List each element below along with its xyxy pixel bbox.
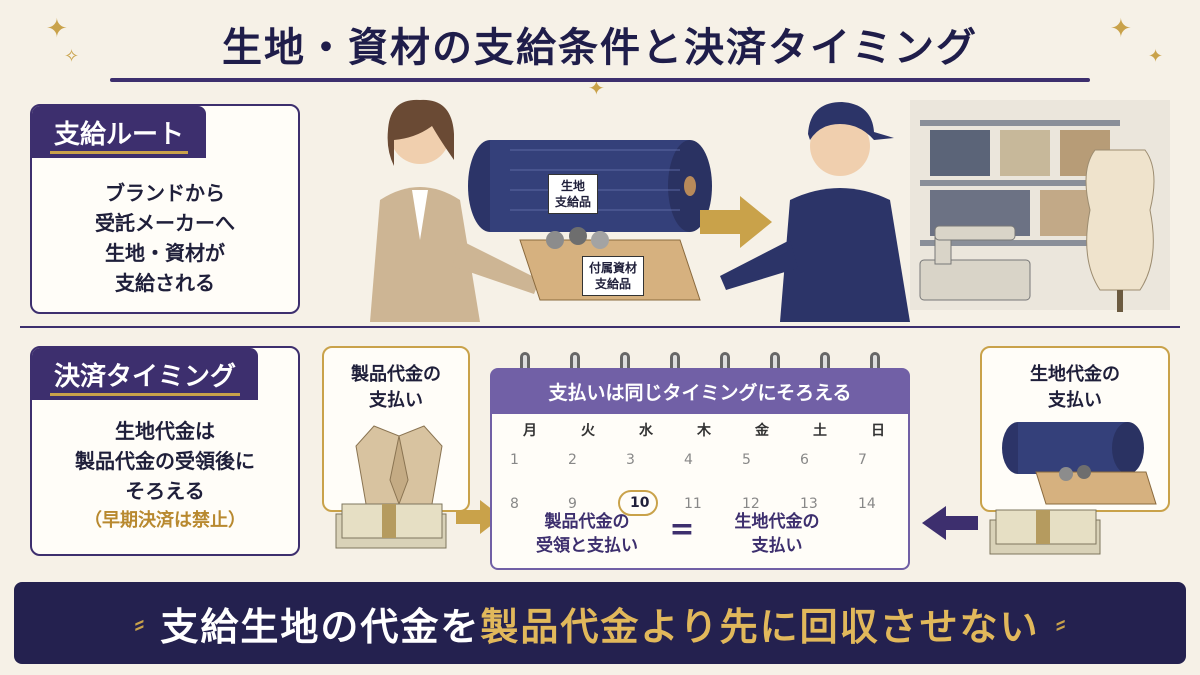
- banner-text-part3: 回収させない: [799, 604, 1040, 649]
- day-number: 5: [742, 452, 751, 468]
- accent-lines-icon: ⸗: [134, 605, 145, 641]
- fabric-roll-icon: [1002, 422, 1157, 505]
- weekday-label: 月: [523, 423, 537, 439]
- day-number: 9: [568, 496, 577, 512]
- key-message-banner: ⸗ 支給生地の代金を 製品代金より先に 回収させない ⸗: [14, 582, 1186, 664]
- fabric-payment-card: 生地代金の 支払い: [980, 346, 1170, 512]
- day-number: 7: [858, 452, 867, 468]
- day-number: 2: [568, 452, 577, 468]
- title-underline: [110, 78, 1090, 82]
- early-payment-note: （早期決済は禁止）: [84, 510, 246, 531]
- handover-illustration: [370, 99, 1170, 322]
- day-number: 3: [626, 452, 635, 468]
- calendar-header: 支払いは同じタイミングにそろえる: [490, 368, 910, 414]
- section-divider: [20, 326, 1180, 328]
- arrow-left-icon: [922, 506, 978, 540]
- product-payment-title: 製品代金の 支払い: [351, 364, 441, 411]
- day-number: 6: [800, 452, 809, 468]
- weekday-label: 金: [755, 423, 769, 439]
- supply-route-heading: 支給ルート: [32, 106, 207, 158]
- page-title: 生地・資材の支給条件と決済タイミング: [222, 25, 978, 71]
- banner-text-part1: 支給生地の代金を: [160, 604, 481, 649]
- weekday-label: 木: [697, 423, 711, 439]
- sparkle-icon: ✧: [64, 46, 80, 67]
- highlighted-day: 10: [618, 490, 658, 516]
- jacket-icon: [355, 425, 443, 506]
- supply-route-panel: 支給ルート ブランドから 受託メーカーへ 生地・資材が 支給される: [30, 104, 300, 314]
- weekday-label: 火: [581, 423, 595, 439]
- payment-timing-heading: 決済タイミング: [32, 348, 259, 400]
- payment-timing-panel: 決済タイミング 生地代金は 製品代金の受領後に そろえる （早期決済は禁止）: [30, 346, 300, 556]
- sparkle-icon: ✦: [588, 76, 605, 100]
- sparkle-icon: ✦: [46, 14, 68, 44]
- money-stack-icon: [335, 503, 447, 549]
- payment-timing-text: 生地代金は 製品代金の受領後に そろえる （早期決済は禁止）: [32, 416, 298, 536]
- weekday-label: 日: [871, 423, 885, 439]
- money-stack-icon: [989, 509, 1101, 555]
- fabric-roll-label: 生地 支給品: [548, 174, 599, 214]
- calendar-grid: 月 火 水 木 金 土 日 1 2 3 4 5 6 7 8 9 10 11 12…: [490, 414, 910, 570]
- day-number: 8: [510, 496, 519, 512]
- product-payment-card: 製品代金の 支払い: [322, 346, 470, 512]
- fabric-payment-title: 生地代金の 支払い: [1030, 364, 1120, 411]
- weekday-label: 水: [639, 423, 653, 439]
- day-number: 4: [684, 452, 693, 468]
- payment-calendar: 支払いは同じタイミングにそろえる 月 火 水 木 金 土 日 1 2 3 4 5…: [490, 350, 910, 570]
- supply-route-text: ブランドから 受託メーカーへ 生地・資材が 支給される: [95, 181, 235, 295]
- accessory-box-label: 付属資材 支給品: [582, 256, 645, 296]
- sparkle-icon: ✦: [1110, 14, 1132, 44]
- equals-sign: =: [669, 512, 695, 547]
- product-payment-note: 製品代金の 受領と支払い: [536, 512, 638, 556]
- day-number: 14: [858, 496, 876, 512]
- weekday-label: 土: [813, 423, 827, 439]
- day-number: 1: [510, 452, 519, 468]
- banner-text-part2: 製品代金より先に: [480, 604, 800, 649]
- day-number: 11: [684, 496, 702, 512]
- accent-lines-icon: ⸗: [1055, 605, 1066, 641]
- day-number: 13: [800, 496, 818, 512]
- fabric-payment-note: 生地代金の 支払い: [734, 512, 820, 556]
- sparkle-icon: ✦: [1148, 46, 1164, 67]
- day-number: 12: [742, 496, 760, 512]
